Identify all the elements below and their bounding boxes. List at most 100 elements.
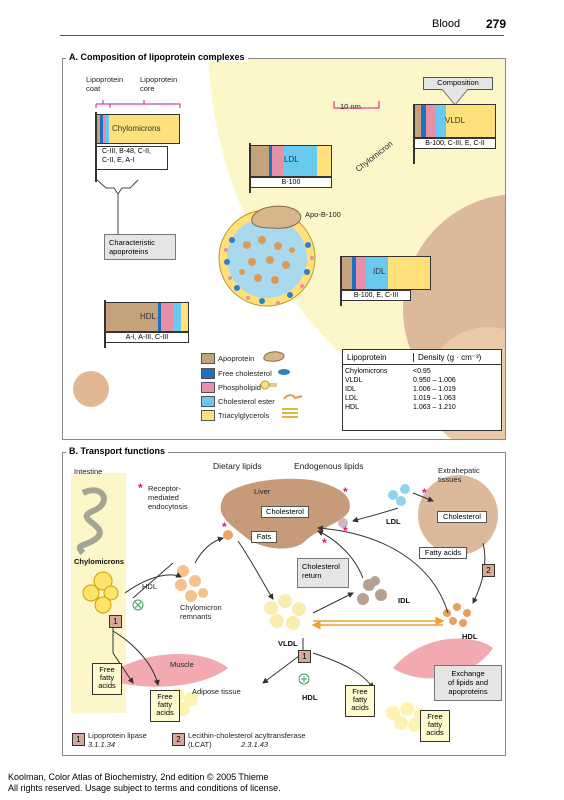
ldl-name: LDL	[284, 155, 299, 164]
table-row: LDL 1.019 – 1.063	[343, 394, 458, 403]
legend-cholesterol-ester: Cholesterol ester	[218, 397, 275, 406]
core-label: Lipoprotein core	[140, 75, 178, 93]
triacylglycerol-icon	[282, 408, 298, 418]
enzyme-2-badge: 2	[172, 733, 185, 746]
fats-box: Fats	[251, 531, 277, 543]
density-value: 1.063 – 1.210	[413, 404, 456, 411]
endogenous-lipids-label: Endogenous lipids	[294, 461, 364, 471]
table-row: Chylomicrons <0.95	[343, 367, 458, 376]
hdl-post	[104, 300, 106, 348]
table-row: IDL 1.006 – 1.019	[343, 385, 458, 394]
chylomicrons-bar	[96, 114, 180, 144]
legend-phospholipid: Phospholipid	[218, 383, 261, 392]
legend-swatch-phospholipid	[201, 382, 215, 393]
liver-star-icon: *	[222, 520, 227, 534]
enzyme-2-name: Lecithin-cholesterol acyltransferase (LC…	[188, 731, 306, 749]
legend-swatch-apoprotein	[201, 353, 215, 364]
enzyme-1-ec: 3.1.1.34	[88, 740, 116, 749]
density-col-lipoprotein: Lipoprotein	[343, 352, 414, 362]
idl-transport-label: IDL	[398, 596, 411, 605]
liver-star-2-icon: *	[343, 485, 348, 499]
fatty-acids-box: Fatty acids	[419, 547, 467, 559]
intestine-label: Intestine	[74, 467, 103, 476]
density-rows: Chylomicrons <0.95 VLDL 0.950 – 1.006 IDL 1…	[343, 367, 458, 412]
lcat-badge: 2	[482, 564, 495, 577]
lipoprotein-particle-illustration	[218, 205, 316, 307]
apo-b100-label: Apo-B-100	[305, 210, 341, 219]
ldl-bar	[250, 145, 332, 177]
chylomicron-remnants-label: Chylomicron remnants	[180, 603, 222, 621]
vldl-apos: B-100, C-III, E, C-II	[414, 138, 496, 149]
running-title: Blood	[432, 18, 461, 30]
density-value: 1.006 – 1.019	[413, 386, 456, 393]
footer-line-1: Koolman, Color Atlas of Biochemistry, 2n…	[8, 772, 269, 782]
free-fatty-acids-box-2: Free fatty acids	[150, 690, 180, 722]
idl-bar	[341, 256, 431, 290]
table-row: VLDL 0.950 – 1.006	[343, 376, 458, 385]
scale-label: 10 nm	[340, 102, 361, 111]
return-star-icon: *	[322, 536, 327, 550]
legend-swatch-triacylglycerols	[201, 410, 215, 421]
footer-line-2: All rights reserved. Usage subject to te…	[8, 783, 281, 793]
dietary-lipids-label: Dietary lipids	[213, 461, 262, 471]
vldl-bar	[414, 104, 496, 138]
enzyme-2-ec: 2.3.1.43	[241, 740, 269, 749]
density-name: HDL	[345, 404, 360, 411]
vldl-post	[413, 104, 415, 164]
exchange-box: Exchange of lipids and apoproteins	[434, 665, 502, 701]
header-rule	[60, 35, 504, 36]
muscle-label: Muscle	[170, 660, 194, 669]
apoprotein-shape-icon	[263, 351, 285, 362]
enzyme-1-badge: 1	[72, 733, 85, 746]
hdl-apos: A-I, A-III, C-III	[105, 332, 189, 343]
liver-label: Liver	[254, 487, 271, 496]
idl-apos: B-100, E, C-III	[341, 290, 411, 301]
chylomicrons-label: Chylomicrons	[74, 557, 125, 566]
cholesterol-return-box: Cholesterol return	[297, 558, 349, 588]
characteristic-brace	[96, 179, 139, 234]
density-col-density: Density (g · cm⁻³)	[418, 352, 482, 362]
hdl-left-label: HDL	[142, 582, 158, 591]
page-number: 279	[486, 17, 507, 31]
idl-post	[340, 256, 342, 306]
panel-b-title: B. Transport functions	[66, 446, 169, 456]
legend-swatch-free-cholesterol	[201, 368, 215, 379]
lipase-badge-2: 1	[298, 650, 311, 663]
density-name: Chylomicrons	[345, 368, 388, 375]
legend-apoprotein: Apoprotein	[218, 354, 255, 363]
density-name: LDL	[345, 395, 358, 402]
density-value: 1.019 – 1.063	[413, 395, 456, 402]
receptor-label: Receptor- mediated endocytosis	[148, 484, 188, 511]
coat-label: Lipoprotein coat	[86, 75, 124, 93]
ldl-apos: B-100	[250, 177, 332, 188]
density-value: <0.95	[413, 368, 431, 375]
receptor-star-icon: *	[138, 481, 143, 495]
panel-a-title: A. Composition of lipoprotein complexes	[66, 52, 248, 62]
vldl-name: VLDL	[445, 116, 466, 125]
ldl-post	[249, 143, 251, 193]
coat-core-brace	[95, 100, 181, 108]
legend-triacylglycerols: Triacylglycerols	[218, 411, 270, 420]
hdl-bottom-label: HDL	[302, 693, 318, 702]
idl-name: IDL	[373, 267, 386, 276]
chylomicrons-apos: C-III, B-48, C-II, C-II, E, A-I	[96, 146, 168, 170]
density-value: 0.950 – 1.006	[413, 377, 456, 384]
ldl-transport-label: LDL	[386, 517, 401, 526]
liver-star-3-icon: *	[343, 524, 348, 538]
lipase-badge-1: 1	[109, 615, 122, 628]
panel-b	[62, 452, 506, 756]
free-fatty-acids-box-1: Free fatty acids	[92, 663, 122, 695]
vldl-transport-label: VLDL	[278, 639, 298, 648]
density-name: VLDL	[345, 377, 363, 384]
legend-free-cholesterol: Free cholesterol	[218, 369, 272, 378]
characteristic-label: Characteristic apoproteins	[104, 234, 176, 260]
cholesterol-ester-icon	[283, 394, 303, 400]
hdl-name: HDL	[140, 312, 157, 321]
hdl-right-label: HDL	[462, 632, 478, 641]
scale-bar	[333, 101, 380, 109]
phospholipid-icon	[260, 380, 277, 390]
density-name: IDL	[345, 386, 356, 393]
hdl-bar	[105, 302, 189, 332]
free-cholesterol-icon	[278, 369, 290, 375]
table-row: HDL 1.063 – 1.210	[343, 403, 458, 412]
